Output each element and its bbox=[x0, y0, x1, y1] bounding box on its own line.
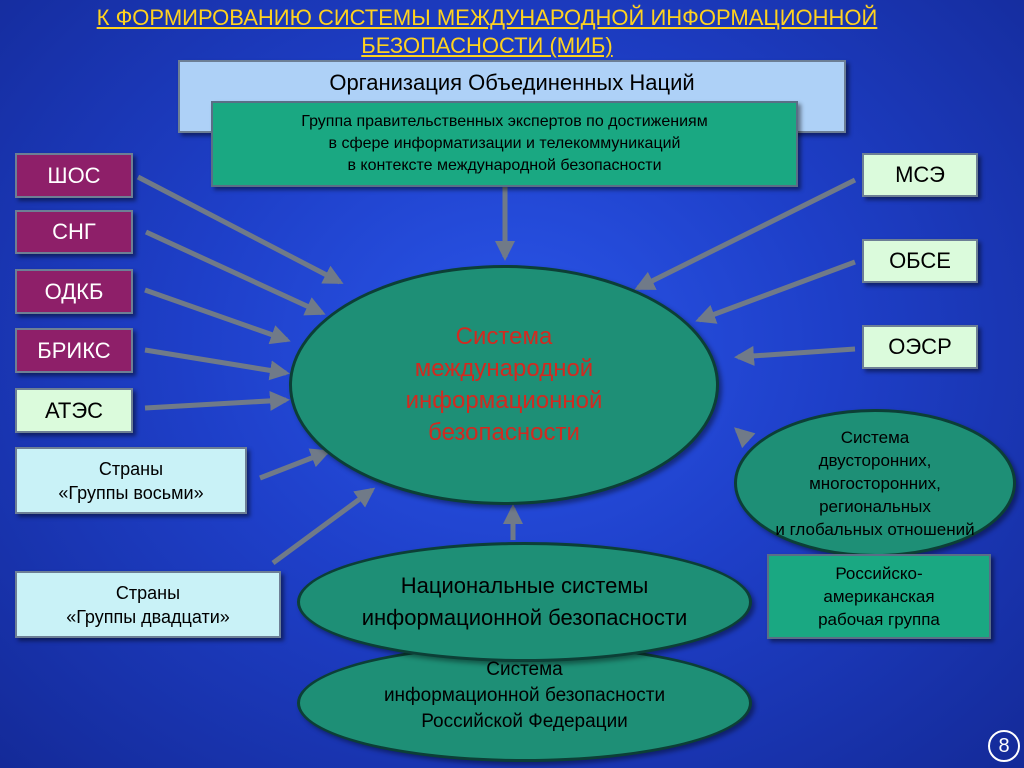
ru-us-box: Российско- американская рабочая группа bbox=[767, 554, 991, 639]
cis-box: СНГ bbox=[15, 210, 133, 254]
arrow-itu bbox=[634, 177, 857, 291]
arrow-csto bbox=[144, 287, 291, 345]
brics-box: БРИКС bbox=[15, 328, 133, 373]
arrow-g8 bbox=[259, 448, 331, 481]
arrow-g20 bbox=[271, 487, 376, 566]
arrow-osce bbox=[695, 259, 856, 324]
osce-box: ОБСЕ bbox=[862, 239, 978, 283]
sco-box: ШОС bbox=[15, 153, 133, 198]
russia-ellipse: Система информационной безопасности Росс… bbox=[297, 644, 752, 762]
arrow-cis bbox=[144, 229, 326, 316]
arrow-oecd bbox=[734, 345, 856, 366]
page-title: К ФОРМИРОВАНИЮ СИСТЕМЫ МЕЖДУНАРОДНОЙ ИНФ… bbox=[96, 5, 878, 58]
page-number-badge: 8 bbox=[988, 730, 1020, 762]
g8-box: Страны«Группы восьми» bbox=[15, 447, 247, 514]
national-ellipse: Национальные системы информационной безо… bbox=[297, 542, 752, 662]
arrow-sco bbox=[136, 174, 344, 285]
arrow-bilateral bbox=[734, 427, 756, 449]
apec-box: АТЭС bbox=[15, 388, 133, 433]
oecd-box: ОЭСР bbox=[862, 325, 978, 369]
arrow-brics bbox=[144, 347, 290, 381]
bilateral-ellipse: Система двусторонних, многосторонних, ре… bbox=[734, 409, 1016, 557]
itu-box: МСЭ bbox=[862, 153, 978, 197]
center-ellipse: Система международной информационной без… bbox=[289, 265, 719, 505]
g20-box: Страны«Группы двадцати» bbox=[15, 571, 281, 638]
csto-box: ОДКБ bbox=[15, 269, 133, 314]
arrow-apec bbox=[144, 390, 290, 411]
experts-box: Группа правительственных экспертов по до… bbox=[211, 101, 798, 187]
